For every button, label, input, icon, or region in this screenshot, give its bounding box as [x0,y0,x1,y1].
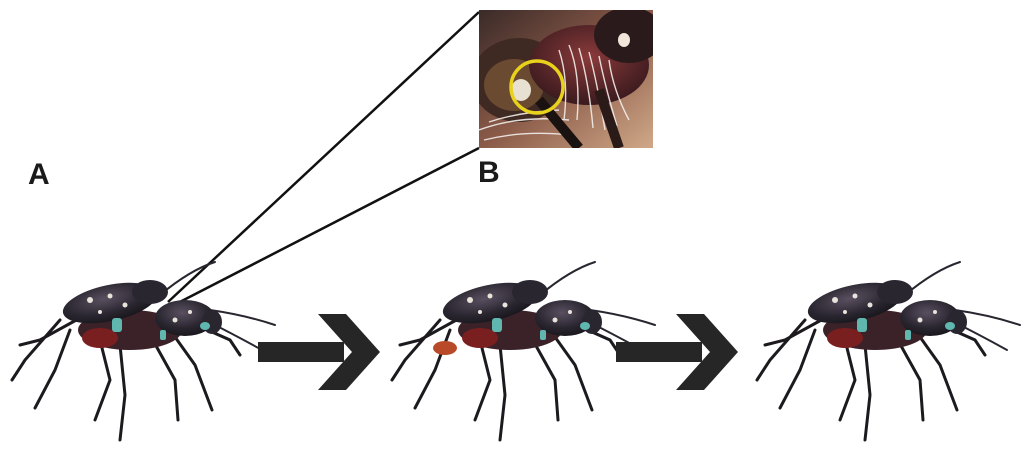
beetle-pair-stage-1 [12,262,275,440]
right-arrow-icon-2 [616,314,738,390]
right-arrow-icon-1 [258,314,380,390]
beetle-pair-stage-2 [392,262,655,440]
beetle-pair-stage-3 [757,262,1020,440]
red-protrusion [433,341,457,355]
